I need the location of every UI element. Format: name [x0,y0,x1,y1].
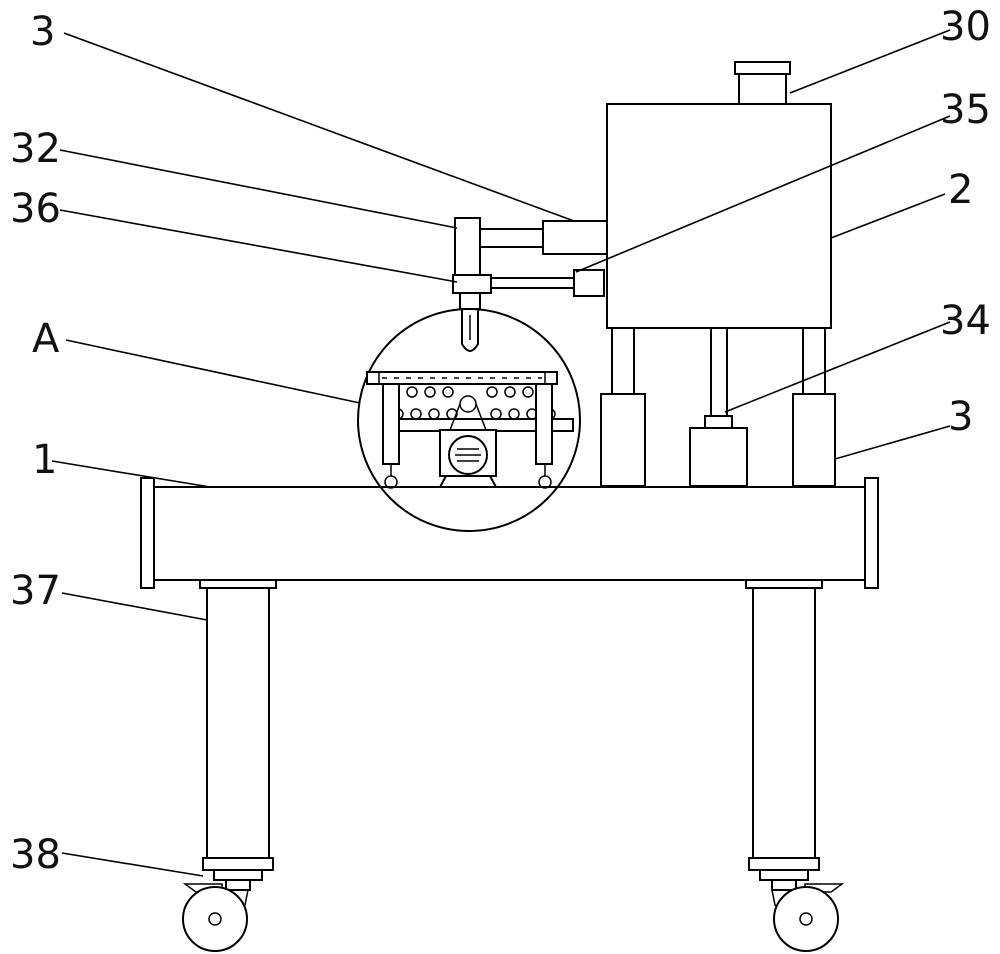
leader-lines [51,29,951,877]
label-3-right: 3 [948,394,973,440]
label-2: 2 [948,167,973,213]
label-a: A [32,316,60,362]
label-30: 30 [940,4,991,50]
left-leg [199,579,277,891]
center-cylinder-pump [689,327,748,487]
table-platform [140,477,879,589]
label-35: 35 [940,87,991,133]
right-leg [745,579,823,891]
label-1: 1 [32,437,57,483]
label-32: 32 [10,126,61,172]
label-3-top-left: 3 [30,9,55,55]
right-caster-wheel [771,883,845,952]
spray-arm [452,217,608,352]
support-cylinder-left [600,327,646,487]
label-36: 36 [10,186,61,232]
label-34: 34 [940,298,991,344]
tank-box [606,61,832,329]
left-caster-wheel [182,883,249,952]
support-cylinder-right [792,327,836,487]
detail-circle-a [357,308,581,532]
label-38: 38 [10,832,61,878]
label-37: 37 [10,568,61,614]
